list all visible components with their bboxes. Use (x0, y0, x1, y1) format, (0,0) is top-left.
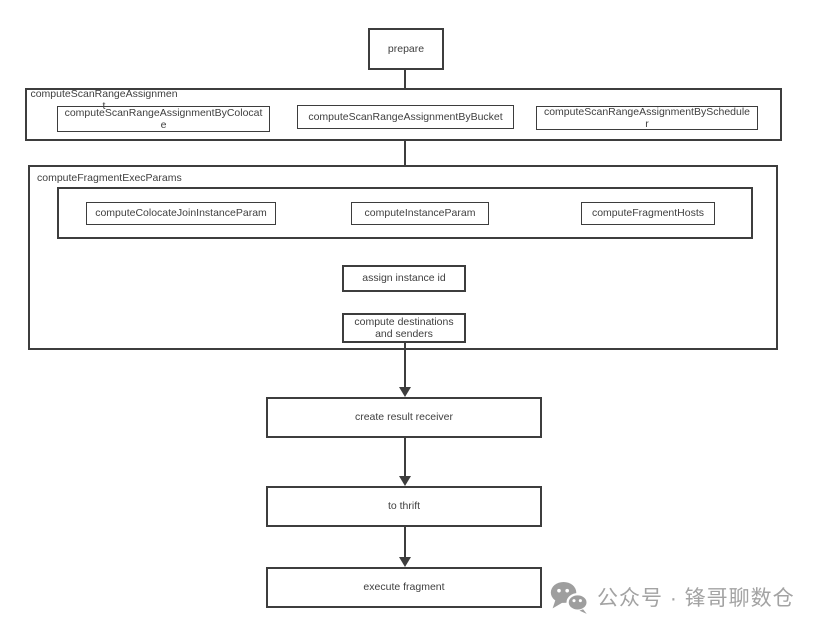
node-prepare: prepare (368, 28, 444, 70)
node-execute-fragment: execute fragment (266, 567, 542, 608)
node-compute-colocate-join-instance-param: computeColocateJoinInstanceParam (86, 202, 276, 225)
node-create-result-receiver: create result receiver (266, 397, 542, 438)
arrow-thrift-to-execute-line (404, 527, 406, 558)
group-label-compute-fragment-exec-params: computeFragmentExecParams (37, 172, 182, 184)
node-assign-instance-id: assign instance id (342, 265, 466, 292)
wechat-icon (549, 580, 589, 614)
node-compute-scan-range-assignment-by-scheduler: computeScanRangeAssignmentBySchedule r (536, 106, 758, 130)
arrow-destinations-to-receiver-line (404, 343, 406, 388)
watermark: 公众号 · 锋哥聊数仓 (549, 580, 795, 614)
arrow-destinations-to-receiver-head (399, 387, 411, 397)
arrow-scan-to-exec-line (404, 141, 406, 178)
node-compute-scan-range-assignment-by-colocate: computeScanRangeAssignmentByColocat e (57, 106, 270, 132)
arrow-thrift-to-execute-head (399, 557, 411, 567)
node-compute-instance-param: computeInstanceParam (351, 202, 489, 225)
arrow-receiver-to-thrift-line (404, 438, 406, 477)
node-to-thrift: to thrift (266, 486, 542, 527)
group-label-compute-scan-range-assignment: computeScanRangeAssignmen t (30, 88, 178, 112)
node-compute-fragment-hosts: computeFragmentHosts (581, 202, 715, 225)
arrow-prepare-to-scan-line (404, 70, 406, 95)
arrow-receiver-to-thrift-head (399, 476, 411, 486)
node-compute-destinations-and-senders: compute destinations and senders (342, 313, 466, 343)
node-compute-scan-range-assignment-by-bucket: computeScanRangeAssignmentByBucket (297, 105, 514, 129)
watermark-text: 公众号 · 锋哥聊数仓 (597, 587, 795, 610)
